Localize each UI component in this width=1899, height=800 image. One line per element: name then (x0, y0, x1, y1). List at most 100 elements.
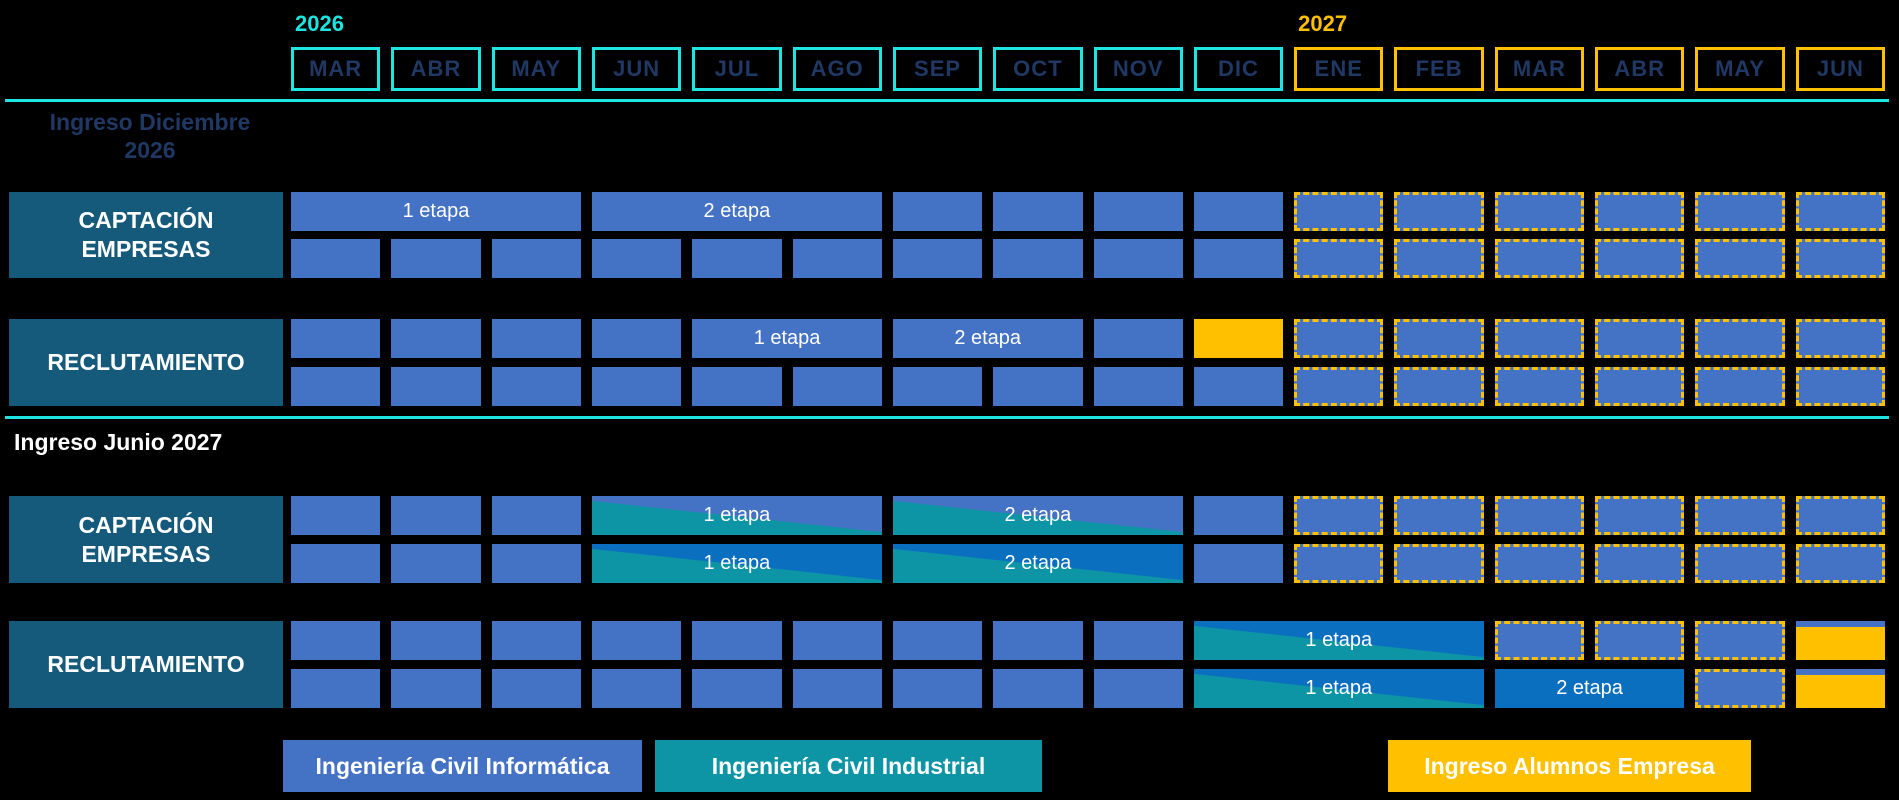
month-cell (1093, 621, 1183, 660)
track-ingreso-diciembre-2026-1-2 (291, 367, 1885, 406)
month-box-jul-2026: JUL (692, 47, 782, 91)
dashed-month-cell (1595, 239, 1685, 278)
row-group-label-line: RECLUTAMIENTO (47, 349, 245, 376)
row-group-label-line: RECLUTAMIENTO (47, 651, 245, 678)
month-cell (291, 496, 381, 535)
dashed-month-cell (1394, 544, 1484, 583)
month-cell (491, 319, 581, 358)
stage-bar-label: 1 etapa (753, 327, 821, 349)
month-cell (692, 239, 782, 278)
track-ingreso-junio-2027-0-2: 1 etapa 2 etapa (291, 544, 1885, 583)
dashed-month-cell (1494, 319, 1585, 358)
ingreso-month-cell (1193, 319, 1284, 358)
stage-bar-label: 1 etapa (703, 504, 771, 526)
month-cell (291, 669, 381, 708)
industrial-overlap-wedge-icon (591, 500, 882, 535)
dashed-month-cell (1795, 367, 1885, 406)
stage-bar: 2 etapa (1494, 669, 1685, 708)
month-cell (1193, 192, 1284, 231)
month-cell (391, 496, 481, 535)
row-group-label-line: EMPRESAS (81, 540, 211, 567)
stage-bar: 1 etapa (591, 496, 882, 535)
row-group-label-line: CAPTACIÓN (78, 207, 214, 234)
stage-bar-label: 2 etapa (1004, 504, 1072, 526)
stage-bar-label: 2 etapa (703, 200, 771, 222)
section-title-line: Ingreso Junio 2027 (14, 429, 223, 455)
month-cell (391, 544, 481, 583)
dashed-month-cell (1695, 367, 1785, 406)
month-cell (1093, 192, 1183, 231)
separator-line-middle (5, 416, 1889, 419)
dashed-month-cell (1795, 192, 1885, 231)
dashed-month-cell (1595, 367, 1685, 406)
dashed-month-cell (1795, 319, 1885, 358)
month-box-ago-2026: AGO (792, 47, 882, 91)
month-box-may-2027: MAY (1695, 47, 1785, 91)
dashed-month-cell (1394, 239, 1484, 278)
stage-bar-label: 1 etapa (703, 552, 771, 574)
month-cell (792, 669, 882, 708)
track-ingreso-diciembre-2026-0-1: 1 etapa 2 etapa (291, 192, 1885, 231)
month-cell (591, 621, 682, 660)
track-ingreso-junio-2027-1-1: 1 etapa (291, 621, 1885, 660)
month-box-jun-2027: JUN (1795, 47, 1885, 91)
stage-bar: 2 etapa (591, 192, 882, 231)
dashed-month-cell (1494, 367, 1585, 406)
dashed-month-cell (1294, 319, 1384, 358)
track-ingreso-diciembre-2026-0-2 (291, 239, 1885, 278)
stage-bar: 2 etapa (892, 319, 1083, 358)
industrial-overlap-wedge-icon (1193, 625, 1484, 660)
month-cell (1093, 669, 1183, 708)
dashed-month-cell (1394, 367, 1484, 406)
stage-bar: 2 etapa (892, 496, 1183, 535)
stage-bar-label: 2 etapa (954, 327, 1022, 349)
month-box-sep-2026: SEP (892, 47, 983, 91)
month-cell (491, 367, 581, 406)
year-row: 2026 2027 (291, 8, 1885, 40)
stage-bar: 1 etapa (692, 319, 882, 358)
month-cell (892, 621, 983, 660)
month-cell (491, 621, 581, 660)
year-label-2027: 2027 (1298, 11, 1348, 36)
separator-line-top (5, 99, 1889, 102)
month-cell (391, 669, 481, 708)
dashed-month-cell (1394, 192, 1484, 231)
stage-bar: 2 etapa (892, 544, 1183, 583)
month-box-abr-2026: ABR (391, 47, 481, 91)
dashed-month-cell (1795, 496, 1885, 535)
month-cell (491, 544, 581, 583)
month-cell (1093, 239, 1183, 278)
month-cell (892, 192, 983, 231)
month-cell (993, 621, 1083, 660)
month-cell (692, 367, 782, 406)
dashed-month-cell (1695, 192, 1785, 231)
month-box-oct-2026: OCT (993, 47, 1083, 91)
month-cell (291, 319, 381, 358)
row-group-label-reclutamiento: RECLUTAMIENTO (9, 621, 283, 708)
year-label-2026: 2026 (295, 11, 344, 36)
section-title-line: 2026 (124, 137, 176, 163)
industrial-overlap-wedge-icon (591, 548, 882, 583)
dashed-month-cell (1494, 192, 1585, 231)
stage-bar-label: 2 etapa (1556, 677, 1623, 699)
dashed-month-cell (1595, 621, 1685, 660)
month-cell (591, 239, 682, 278)
stage-bar-label: 1 etapa (402, 200, 470, 222)
section-title-line: Ingreso Diciembre (49, 109, 251, 135)
month-cell (291, 367, 381, 406)
row-group-label-line: CAPTACIÓN (78, 511, 214, 538)
month-cell (391, 367, 481, 406)
month-box-nov-2026: NOV (1093, 47, 1183, 91)
month-cell (1093, 367, 1183, 406)
industrial-overlap-wedge-icon (892, 500, 1183, 535)
month-cell (892, 239, 983, 278)
stage-bar: 1 etapa (1193, 621, 1484, 660)
dashed-month-cell (1695, 319, 1785, 358)
stage-bar-label: 2 etapa (1004, 552, 1072, 574)
dashed-month-cell (1294, 192, 1384, 231)
ingreso-alumnos-cell (1795, 669, 1885, 708)
